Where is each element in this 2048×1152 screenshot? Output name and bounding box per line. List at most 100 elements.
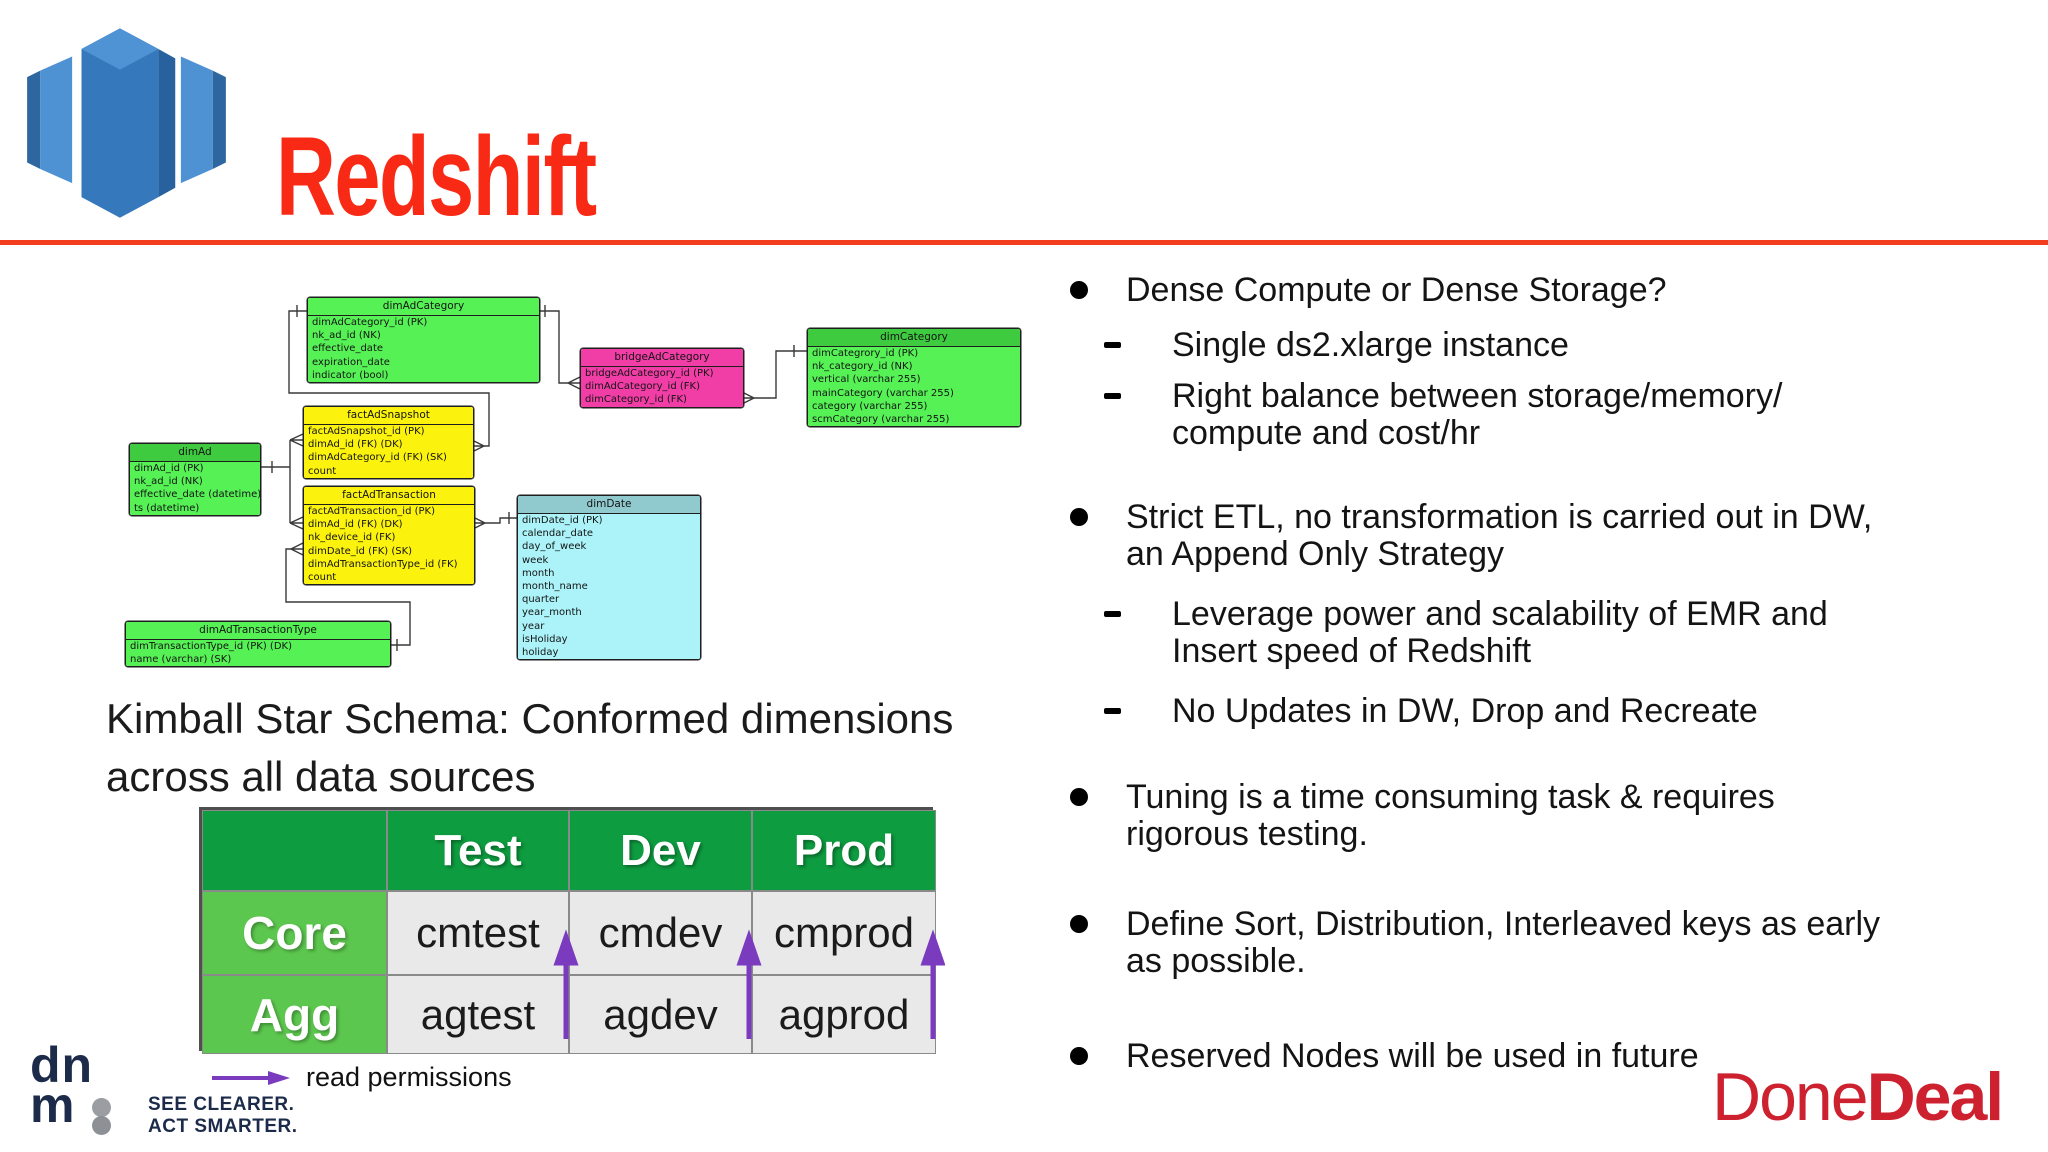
er-field: year [518,619,700,633]
bullet-item: Reserved Nodes will be used in future [1064,1038,2048,1075]
bullet-item: Leverage power and scalability of EMR an… [1064,596,2048,670]
dnm-tagline: SEE CLEARER. ACT SMARTER. [148,1094,298,1138]
redshift-logo [27,28,226,218]
er-field: dimDate_id (FK) (SK) [304,544,474,558]
dnm-logo: dn m SEE CLEARER. ACT SMARTER. [28,1037,328,1144]
bullet-line: an Append Only Strategy [1126,535,1505,573]
er-field: nk_ad_id (NK) [308,329,539,343]
env-cell: agtest [387,975,569,1054]
env-row-label: Core [202,891,387,975]
er-field: month_name [518,579,700,594]
bullet-line: Single ds2.xlarge instance [1172,326,1569,364]
env-header-dev: Dev [569,810,752,891]
bullet-line: Tuning is a time consuming task & requir… [1126,778,1775,816]
er-table-dimCategory: dimCategory dimCategrory_id (PK) nk_cate… [807,328,1021,428]
divider-line [0,240,2048,245]
er-field: dimAdCategory_id (PK) [308,316,539,330]
er-diagram: dimAdCategory dimAdCategory_id (PK) nk_a… [100,280,1050,680]
er-field: week [518,553,700,567]
er-field: dimAdTransactionType_id (FK) [304,557,474,571]
er-field: isHoliday [518,632,700,646]
er-table-dimAd: dimAd dimAd_id (PK) nk_ad_id (NK) effect… [129,443,261,516]
caption-line: across all data sources [106,753,536,800]
er-table-title: dimAdCategory [308,298,539,316]
bullet-item: Dense Compute or Dense Storage? [1064,272,2048,309]
er-table-bridgeAdCategory: bridgeAdCategory bridgeAdCategory_id (PK… [580,348,744,408]
er-table-dimAdCategory: dimAdCategory dimAdCategory_id (PK) nk_a… [307,297,540,383]
er-table-title: bridgeAdCategory [581,349,743,367]
er-field: dimAd_id (FK) (DK) [304,518,474,532]
dnm-dot-icon [92,1116,111,1135]
bullet-line: Insert speed of Redshift [1172,632,1532,670]
env-cell: agdev [569,975,752,1054]
donedeal-logo-part2: Deal [1866,1059,2005,1135]
er-field: factAdTransaction_id (PK) [304,505,474,519]
bullet-line: rigorous testing. [1126,815,1368,853]
er-field: dimCategory_id (FK) [581,393,743,407]
er-field: dimAdCategory_id (FK) (SK) [304,451,473,465]
er-table-title: dimAdTransactionType [126,622,390,640]
er-table-factAdTransaction: factAdTransaction factAdTransaction_id (… [303,486,475,586]
env-header-test: Test [387,810,569,891]
bullet-line: as possible. [1126,942,1306,980]
env-header-blank [202,810,387,891]
er-table-title: dimAd [130,444,260,462]
er-table-dimDate: dimDate dimDate_id (PK) calendar_date da… [517,495,701,661]
er-field: nk_category_id (NK) [808,360,1020,374]
er-field: name (varchar) (SK) [126,653,390,667]
er-field: dimCategrory_id (PK) [808,347,1020,361]
er-field: holiday [518,645,700,660]
er-field: mainCategory (varchar 255) [808,386,1020,400]
bullet-line: Right balance between storage/memory/ [1172,377,1783,415]
er-field: nk_ad_id (NK) [130,475,260,489]
bullet-line: Dense Compute or Dense Storage? [1126,271,1667,309]
env-header-prod: Prod [752,810,936,891]
bullet-item: Single ds2.xlarge instance [1064,327,2048,364]
bullet-line: Define Sort, Distribution, Interleaved k… [1126,905,1881,943]
dnm-dot-icon [92,1098,111,1117]
er-field: calendar_date [518,527,700,541]
er-field: expiration_date [308,355,539,369]
er-field: effective_date (datetime) [130,488,260,502]
env-row-label: Agg [202,975,387,1054]
bullet-line: Reserved Nodes will be used in future [1126,1037,1699,1075]
bullet-line: Strict ETL, no transformation is carried… [1126,498,1873,536]
bullet-item: Right balance between storage/memory/ co… [1064,378,2048,452]
bullet-item: Define Sort, Distribution, Interleaved k… [1064,906,2048,980]
er-field: month [518,566,700,580]
er-connectors [259,305,807,651]
dnm-tagline-line: ACT SMARTER. [148,1116,298,1137]
er-field: count [304,464,473,478]
er-field: dimAdCategory_id (FK) [581,380,743,394]
donedeal-logo: DoneDeal [1712,1058,2005,1136]
diagram-caption: Kimball Star Schema: Conformed dimension… [106,690,953,806]
bullet-list: Dense Compute or Dense Storage? Single d… [1064,272,2048,1075]
er-table-title: dimDate [518,496,700,514]
er-field: effective_date [308,342,539,356]
legend: read permissions [210,1062,512,1093]
page-title: Redshift [276,114,597,239]
dnm-logo-text-bottom: m [30,1077,75,1133]
bullet-item: Strict ETL, no transformation is carried… [1064,499,2048,573]
er-table-factAdSnapshot: factAdSnapshot factAdSnapshot_id (PK) di… [303,406,474,479]
environment-table: Test Dev Prod Core cmtest cmdev cmprod A… [199,807,936,1054]
er-field: count [304,570,474,585]
er-field: day_of_week [518,540,700,554]
er-field: scmCategory (varchar 255) [808,412,1020,427]
donedeal-logo-part1: Done [1712,1059,1869,1135]
er-field: bridgeAdCategory_id (PK) [581,367,743,381]
bullet-line: No Updates in DW, Drop and Recreate [1172,692,1758,730]
er-field: indicator (bool) [308,368,539,382]
legend-arrow-icon [212,1070,290,1085]
er-field: dimTransactionType_id (PK) (DK) [126,640,390,654]
er-field: nk_device_id (FK) [304,531,474,545]
er-field: dimDate_id (PK) [518,514,700,528]
er-table-title: factAdSnapshot [304,407,473,425]
env-cell: cmtest [387,891,569,975]
bullet-item: Tuning is a time consuming task & requir… [1064,779,2048,853]
legend-label: read permissions [306,1062,512,1092]
er-field: quarter [518,593,700,607]
dnm-logo-text-top: dn [30,1037,94,1093]
bullet-line: compute and cost/hr [1172,414,1481,452]
er-field: dimAd_id (FK) (DK) [304,438,473,452]
